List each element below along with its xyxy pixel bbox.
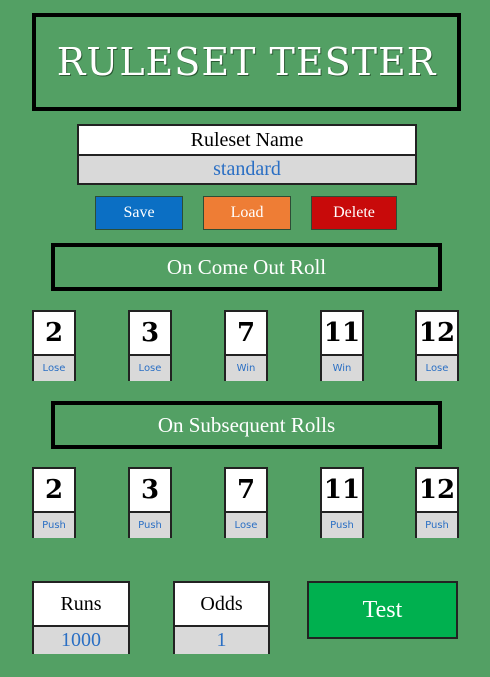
save-button[interactable]: Save (95, 196, 183, 230)
runs-label: Runs (34, 583, 128, 627)
die-result[interactable]: Push (130, 513, 170, 538)
subsequent-heading: On Subsequent Rolls (51, 401, 442, 449)
die-number: 3 (130, 312, 170, 356)
runs-panel: Runs 1000 (32, 581, 130, 654)
die-number: 2 (34, 312, 74, 356)
delete-button[interactable]: Delete (311, 196, 397, 230)
die-number: 3 (130, 469, 170, 513)
subsequent-die-3: 3 Push (128, 467, 172, 538)
come-out-die-7: 7 Win (224, 310, 268, 381)
title-banner: RULESET TESTER (32, 13, 461, 111)
die-result[interactable]: Lose (226, 513, 266, 538)
die-result[interactable]: Push (322, 513, 362, 538)
die-number: 12 (417, 312, 457, 356)
come-out-die-11: 11 Win (320, 310, 364, 381)
die-number: 11 (322, 469, 362, 513)
test-button[interactable]: Test (307, 581, 458, 639)
come-out-die-3: 3 Lose (128, 310, 172, 381)
ruleset-name-field[interactable]: standard (79, 156, 415, 183)
runs-field[interactable]: 1000 (34, 627, 128, 654)
subsequent-die-11: 11 Push (320, 467, 364, 538)
die-number: 7 (226, 469, 266, 513)
come-out-die-12: 12 Lose (415, 310, 459, 381)
odds-label: Odds (175, 583, 268, 627)
die-result[interactable]: Lose (417, 356, 457, 381)
die-result[interactable]: Lose (130, 356, 170, 381)
ruleset-name-label: Ruleset Name (79, 126, 415, 156)
die-result[interactable]: Win (226, 356, 266, 381)
subsequent-die-12: 12 Push (415, 467, 459, 538)
die-number: 2 (34, 469, 74, 513)
load-button[interactable]: Load (203, 196, 291, 230)
die-result[interactable]: Lose (34, 356, 74, 381)
die-result[interactable]: Win (322, 356, 362, 381)
subsequent-die-7: 7 Lose (224, 467, 268, 538)
die-number: 11 (322, 312, 362, 356)
come-out-heading: On Come Out Roll (51, 243, 442, 291)
subsequent-die-2: 2 Push (32, 467, 76, 538)
die-result[interactable]: Push (417, 513, 457, 538)
die-number: 7 (226, 312, 266, 356)
die-number: 12 (417, 469, 457, 513)
page-title: RULESET TESTER (56, 40, 437, 84)
die-result[interactable]: Push (34, 513, 74, 538)
come-out-die-2: 2 Lose (32, 310, 76, 381)
odds-panel: Odds 1 (173, 581, 270, 654)
ruleset-name-panel: Ruleset Name standard (77, 124, 417, 185)
odds-field[interactable]: 1 (175, 627, 268, 654)
